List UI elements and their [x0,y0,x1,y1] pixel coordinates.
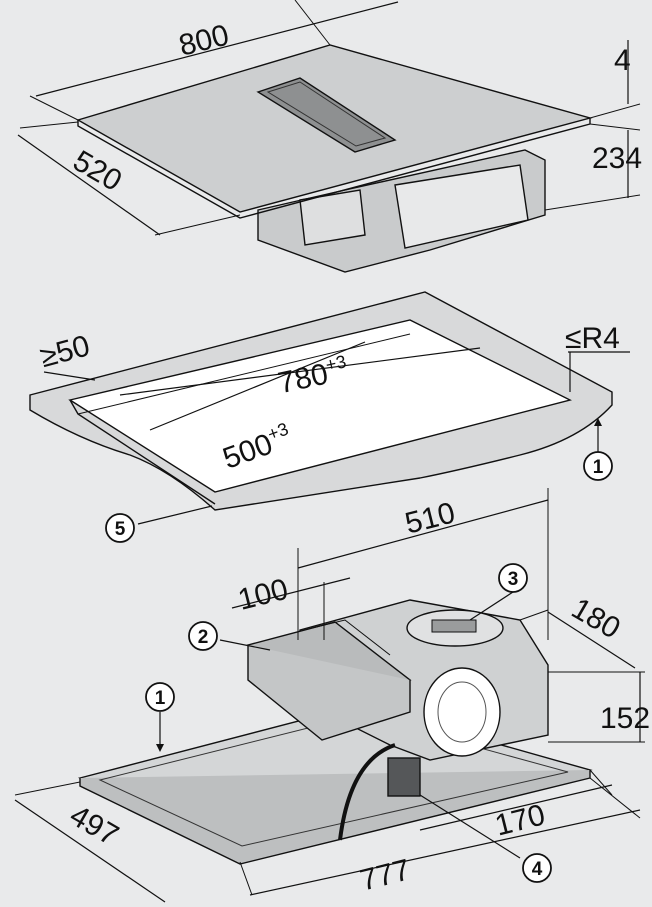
power-cable [338,743,396,841]
cutout-view: ≥50 ≤R4 780+3 500+3 [29,291,630,525]
callout-2: 2 [188,621,218,651]
fan-depth-label: 180 [566,592,626,646]
frame-width-label: 777 [357,853,414,897]
fan-depth-dim-line [547,611,636,669]
height-label: 234 [592,142,642,175]
fan-offset-dim-line [419,784,613,831]
edge-distance-label: ≥50 [37,329,94,374]
top-unit-box [394,164,529,249]
svg-text:2: 2 [198,627,209,648]
frame-depth-dim-line [14,799,166,903]
svg-text:1: 1 [593,457,604,478]
fan-outlet-front [423,667,501,757]
corner-radius-label: ≤R4 [565,322,620,355]
glass-thickness-label: 4 [614,44,631,77]
callout-5: 5 [105,513,135,543]
bottom-view: 510 100 180 152 170 777 497 [14,488,650,903]
fan-width-dim-line [297,499,549,569]
cable-filter [387,757,421,797]
box-offset-label: 100 [235,573,292,617]
top-view: 800 520 4 234 [17,0,642,273]
frame-depth-label: 497 [64,799,124,853]
cutout-opening [68,319,572,493]
width-dim-line [35,1,399,97]
downdraft-slot [256,77,397,153]
callout-3: 3 [498,563,528,593]
depth-label: 520 [67,144,127,198]
fan-height-label: 152 [600,702,650,735]
top-unit-module [299,189,366,246]
glass-edge [77,118,591,219]
callout-1-bottom: 1 [145,682,175,712]
svg-text:5: 5 [115,519,126,540]
callout-4: 4 [522,853,552,883]
depth-dim-line [17,134,161,236]
frame-width-dim-line [249,809,641,896]
svg-text:3: 3 [508,569,519,590]
callout-1-top: 1 [583,451,613,481]
svg-text:4: 4 [532,859,543,880]
fan-width-label: 510 [402,496,459,540]
cutout-width-dim-line [119,347,481,396]
width-label: 800 [176,19,233,63]
svg-text:1: 1 [155,688,166,709]
